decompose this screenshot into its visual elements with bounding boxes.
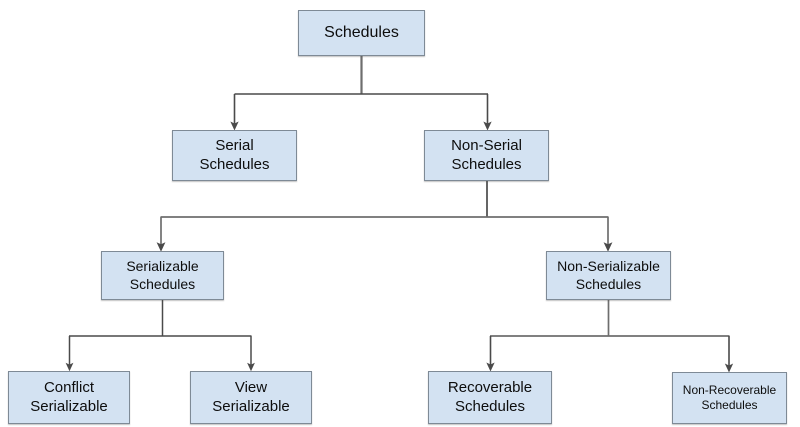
- edge-non-serializable-to-level3: [486, 300, 734, 373]
- node-conflict-serializable-label: Conflict Serializable: [30, 379, 108, 415]
- edge-serializable-to-level3: [65, 300, 255, 372]
- node-view-serializable[interactable]: View Serializable: [190, 371, 312, 424]
- node-view-serializable-label: View Serializable: [212, 379, 290, 415]
- node-non-serializable-schedules[interactable]: Non-Serializable Schedules: [546, 251, 671, 300]
- node-recoverable-schedules[interactable]: Recoverable Schedules: [428, 371, 552, 424]
- node-serial-schedules[interactable]: Serial Schedules: [172, 130, 297, 181]
- node-non-recoverable-schedules-label: Non-Recoverable Schedules: [682, 383, 777, 412]
- node-serializable-schedules[interactable]: Serializable Schedules: [101, 251, 224, 300]
- node-serializable-schedules-label: Serializable Schedules: [126, 258, 199, 292]
- node-recoverable-schedules-label: Recoverable Schedules: [447, 379, 533, 415]
- node-non-recoverable-schedules[interactable]: Non-Recoverable Schedules: [672, 372, 787, 424]
- edge-non-serial-to-level2: [156, 181, 613, 252]
- node-serial-schedules-label: Serial Schedules: [199, 137, 270, 173]
- node-non-serial-schedules[interactable]: Non-Serial Schedules: [424, 130, 549, 181]
- node-non-serializable-schedules-label: Non-Serializable Schedules: [557, 258, 660, 292]
- node-schedules[interactable]: Schedules: [298, 10, 425, 56]
- node-schedules-label: Schedules: [324, 24, 399, 42]
- edge-schedules-to-level1: [230, 56, 492, 131]
- node-conflict-serializable[interactable]: Conflict Serializable: [8, 371, 130, 424]
- node-non-serial-schedules-label: Non-Serial Schedules: [451, 137, 522, 173]
